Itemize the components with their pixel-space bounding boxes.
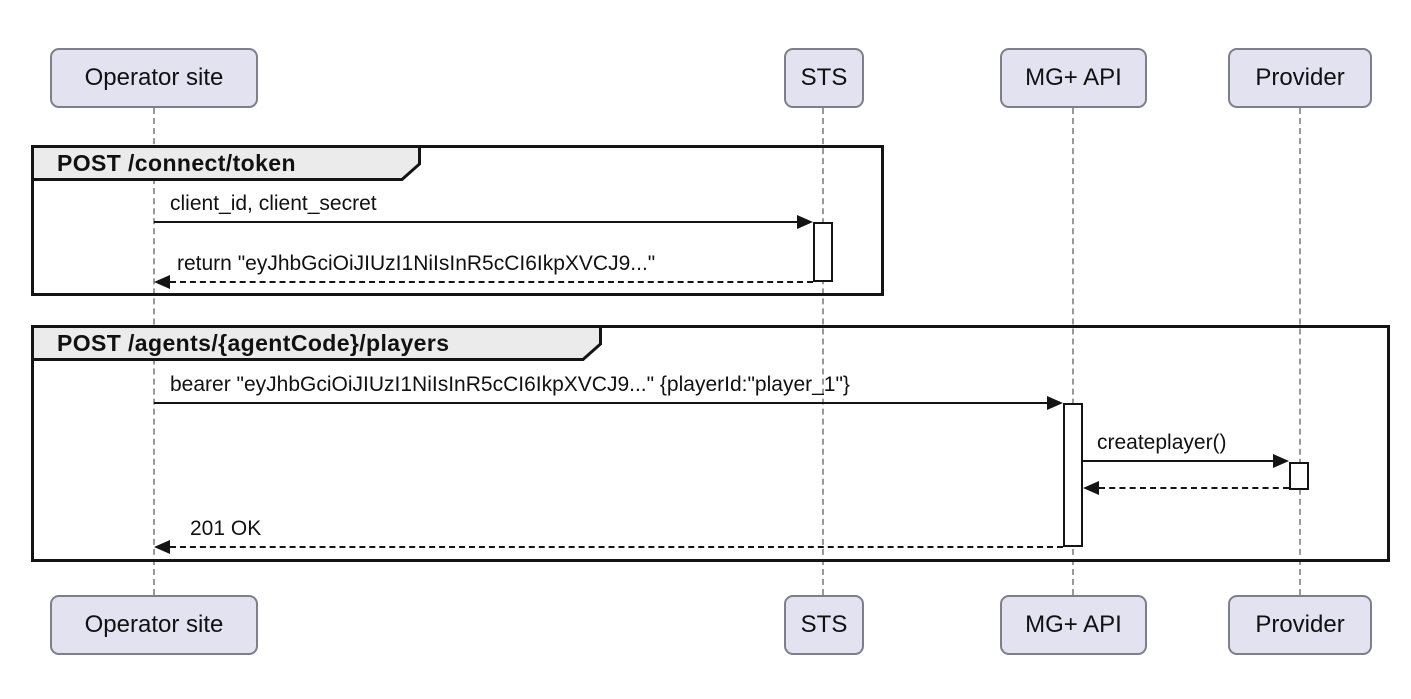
message-line	[154, 221, 798, 223]
participant-label: MG+ API	[1025, 611, 1122, 638]
activation-sts	[813, 222, 833, 282]
participant-label: MG+ API	[1025, 64, 1122, 91]
frame-title: POST /connect/token	[57, 150, 296, 176]
message-line	[170, 546, 1063, 548]
arrowhead-right-icon	[1047, 396, 1063, 410]
message-line	[1083, 460, 1274, 462]
participant-label: STS	[800, 611, 848, 638]
message-label-bearer: bearer "eyJhbGciOiJIUzI1NiIsInR5cCI6IkpX…	[170, 373, 850, 396]
participant-provider-top: Provider	[1228, 48, 1372, 108]
participant-mg-api-top: MG+ API	[1000, 48, 1147, 108]
participant-label: Operator site	[84, 64, 224, 91]
message-label-return-token: return "eyJhbGciOiJIUzI1NiIsInR5cCI6IkpX…	[177, 252, 656, 275]
message-label-credentials: client_id, client_secret	[170, 192, 377, 215]
frame-tab-shape	[31, 325, 602, 361]
frame-tab-shape	[31, 145, 421, 181]
participant-sts-top: STS	[784, 48, 864, 108]
lifeline-provider	[1299, 108, 1301, 595]
message-line	[1099, 487, 1289, 489]
message-label-createplayer: createplayer()	[1097, 431, 1227, 454]
participant-label: Provider	[1255, 611, 1345, 638]
participant-provider-bottom: Provider	[1228, 595, 1372, 655]
arrowhead-left-icon	[154, 540, 170, 554]
arrowhead-left-icon	[154, 275, 170, 289]
arrowhead-left-icon	[1083, 481, 1099, 495]
arrowhead-right-icon	[797, 215, 813, 229]
participant-label: Provider	[1255, 64, 1345, 91]
activation-provider	[1289, 462, 1309, 490]
activation-mg-api	[1063, 403, 1083, 547]
participant-label: Operator site	[84, 611, 224, 638]
lifeline-sts	[822, 108, 824, 595]
participant-label: STS	[800, 64, 848, 91]
frame-title: POST /agents/{agentCode}/players	[57, 330, 450, 356]
frame-post-agents-players: POST /agents/{agentCode}/players	[31, 325, 1390, 562]
frame-post-connect-token: POST /connect/token	[31, 145, 884, 296]
participant-sts-bottom: STS	[784, 595, 864, 655]
participant-mg-api-bottom: MG+ API	[1000, 595, 1147, 655]
lifeline-mg-api	[1072, 108, 1074, 595]
message-label-201-ok: 201 OK	[190, 517, 262, 540]
arrowhead-right-icon	[1273, 454, 1289, 468]
message-line	[170, 281, 813, 283]
participant-operator-site-bottom: Operator site	[50, 595, 258, 655]
message-line	[154, 402, 1048, 404]
participant-operator-site-top: Operator site	[50, 48, 258, 108]
